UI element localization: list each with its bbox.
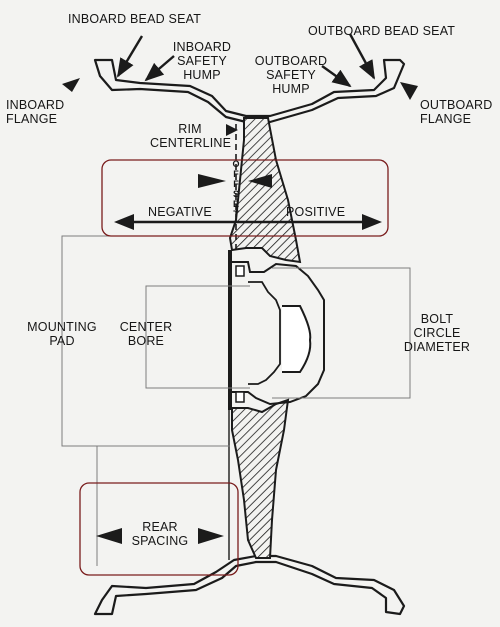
offset-letter-1: O [232,159,240,169]
mounting-pad-face [228,250,232,410]
inboard-bead-seat-label: INBOARD BEAD SEAT [68,12,202,26]
bolt-circle-diameter-line-3: DIAMETER [403,340,471,354]
bolt-hole-lower [235,391,245,403]
disc-section-lower [231,398,290,559]
offset-arrow-left [198,174,226,188]
outboard-safety-hump-arrow [321,65,352,88]
inboard-safety-hump-line-2: SAFETY [177,54,227,68]
rear-spacing-line-1: REAR [142,520,178,534]
inboard-flange-line-2: FLANGE [6,112,58,126]
center-bore-line-1: CENTER [119,320,173,334]
rim-centerline-line-1: RIM [178,122,202,136]
positive-label: POSITIVE [286,205,346,219]
bolt-circle-diameter-label: BOLT CIRCLE DIAMETER [392,312,482,354]
outboard-flange-line-1: OUTBOARD [420,98,493,112]
outboard-flange-line-2: FLANGE [420,112,472,126]
offset-letter-2: F [233,169,239,179]
inboard-safety-hump-label: INBOARD SAFETY HUMP [162,40,242,82]
bolt-circle-diameter-line-2: CIRCLE [413,326,461,340]
offset-letter-4: S [232,189,239,199]
rim-centerline-arrow [226,124,238,136]
outboard-flange-arrow [400,82,418,100]
outboard-safety-hump-line-3: HUMP [272,82,310,96]
rear-spacing-arrow-right [198,528,224,544]
mounting-pad-line-1: MOUNTING [27,320,97,334]
rear-spacing-label: REAR SPACING [120,520,200,548]
inboard-bead-seat-arrow [116,35,144,78]
offset-arrow-right [248,174,272,188]
offset-letter-6: T [233,209,239,219]
outboard-safety-hump-label: OUTBOARD SAFETY HUMP [246,54,336,96]
center-bore-label: CENTER BORE [106,320,186,348]
mounting-pad-line-2: PAD [49,334,75,348]
rim-centerline-label: RIM CENTERLINE [150,122,232,150]
outboard-bead-seat-arrow [348,33,376,80]
rim-centerline-line-2: CENTERLINE [150,136,232,150]
offset-label: O F F S E T [230,160,242,220]
inboard-safety-hump-line-3: HUMP [183,68,221,82]
outboard-bead-seat-label: OUTBOARD BEAD SEAT [308,24,456,38]
mounting-pad-label: MOUNTING PAD [22,320,102,348]
inboard-flange-arrow [62,78,80,92]
rim-top-profile [93,58,406,124]
offset-letter-5: E [232,199,239,209]
inboard-safety-hump-line-1: INBOARD [172,40,232,54]
center-bore-cap [282,305,312,373]
inboard-safety-hump-arrow [144,55,175,82]
rear-spacing-highlight-box [79,482,239,576]
center-bore-leader [145,285,250,389]
negative-label: NEGATIVE [148,205,212,219]
rim-bottom-profile [93,554,406,616]
inboard-flange-line-1: INBOARD [6,98,65,112]
inboard-flange-label: INBOARD FLANGE [6,98,64,126]
rear-spacing-arrow-left [96,528,122,544]
outboard-safety-hump-line-2: SAFETY [266,68,316,82]
outboard-flange-label: OUTBOARD FLANGE [420,98,492,126]
hub-inner [248,281,281,385]
hub-outline [230,261,325,406]
positive-arrowhead [362,214,382,230]
outboard-safety-hump-line-1: OUTBOARD [254,54,328,68]
offset-highlight-box [101,159,389,237]
rear-spacing-line-2: SPACING [131,534,189,548]
offset-letter-3: F [233,179,239,189]
negative-arrowhead [114,214,134,230]
bolt-circle-leader [272,267,411,399]
center-bore-line-2: BORE [127,334,165,348]
disc-section-upper [228,117,302,264]
bolt-hole-upper [235,265,245,277]
bolt-circle-diameter-line-1: BOLT [420,312,454,326]
